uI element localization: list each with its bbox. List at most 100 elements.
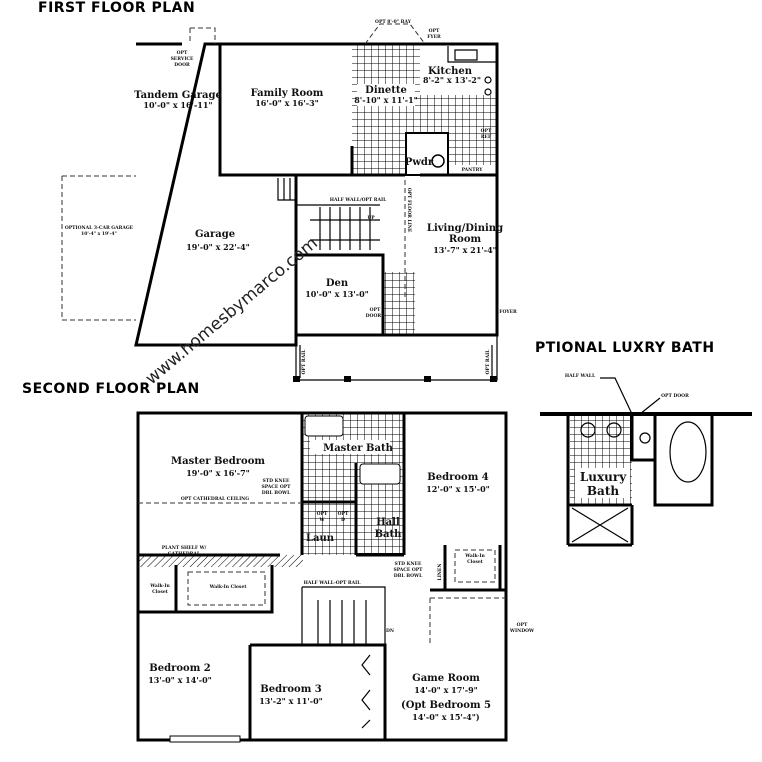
stairs — [296, 204, 380, 250]
stairs — [301, 586, 386, 645]
powder-label: Pwdr — [405, 157, 434, 168]
dinette-label: Dinette — [365, 85, 407, 96]
opt-service-door-note: DOOR — [174, 62, 190, 68]
opt-service-door-note: OPT — [177, 50, 188, 56]
opt-dryer-note: D — [341, 517, 345, 523]
opt-window-note: OPT — [517, 622, 528, 628]
garage-steps — [277, 178, 296, 201]
luxury-bath-label: Luxury — [580, 470, 627, 484]
walk-in-closet-label: Walk-In — [464, 553, 485, 559]
tandem-garage-label: Tandem Garage — [134, 90, 222, 101]
knee-space-note: DBL BOWL — [394, 573, 423, 579]
knee-space-note: STD KNEE — [263, 478, 291, 484]
kitchen-counter — [447, 46, 497, 63]
opt-ref-note: REF — [481, 134, 492, 140]
optional-garage-note: 10'-4" x 19'-4" — [81, 231, 117, 237]
living-dining-dims: 13'-7" x 21'-4" — [433, 245, 497, 255]
opt-bedroom-5-label: (Opt Bedroom 5 — [401, 700, 491, 711]
luxury-bath-walls — [566, 414, 714, 547]
plant-shelf-note: PLANT SHELF W/ — [162, 545, 207, 551]
opt-floor-line-note: OPT FLOOR LINE — [406, 188, 412, 233]
second-floor-plan: Master Bedroom 19'-0" x 16'-7" Master Ba… — [136, 411, 535, 743]
master-bath-label: Master Bath — [323, 443, 393, 454]
opt-ref-note: OPT — [481, 128, 492, 134]
knee-space-note: SPACE OPT — [393, 567, 423, 573]
opt-washer-note: OPT — [317, 511, 328, 517]
foyer-note: FOYER — [499, 309, 517, 315]
den-walls — [294, 175, 385, 335]
closet-doors — [361, 654, 371, 729]
pantry-label: PANTRY — [462, 167, 484, 173]
master-bedroom-dims: 19'-0" x 16'-7" — [186, 468, 250, 478]
laundry-label: Laun — [306, 533, 335, 544]
luxury-bath-label-2: Bath — [587, 484, 619, 498]
living-dining-label-2: Room — [449, 234, 482, 245]
first-floor-plan: Tandem Garage 10'-0" x 16'-11" Family Ro… — [61, 19, 517, 382]
opt-rail-note: OPT RAIL — [301, 349, 307, 375]
window — [169, 735, 241, 743]
plant-shelf-note: CATHEDRAL — [168, 551, 201, 557]
den-label: Den — [326, 278, 349, 289]
label-backdrop — [575, 468, 630, 498]
tub-icon — [669, 421, 707, 483]
bedroom-3-dims: 13'-2" x 11'-0" — [259, 696, 323, 706]
dinette-dims: 8'-10" x 11'-1" — [354, 95, 418, 105]
label-backdrop — [310, 440, 390, 454]
half-wall-note: HALF WALL-OPT RAIL — [304, 580, 362, 586]
toilet-icon — [431, 154, 445, 168]
label-backdrop — [357, 84, 415, 106]
half-wall-note: HALF WALL/OPT RAIL — [330, 197, 387, 203]
opt-rail-note: OPT RAIL — [485, 349, 491, 375]
opt-bay-outline — [364, 23, 426, 45]
dn-label: DN — [386, 628, 394, 634]
cooktop-icon — [484, 76, 492, 84]
sink-icon — [606, 422, 622, 438]
opt-door-note: OPT DOOR — [661, 393, 689, 399]
powder-room — [405, 132, 449, 176]
family-room-dims: 16'-0" x 16'-3" — [255, 98, 319, 108]
half-wall-note: HALF WALL — [565, 373, 596, 379]
opt-foyer-note: OPT — [429, 28, 440, 34]
cooktop-icon — [484, 88, 492, 96]
tandem-garage-dims: 10'-0" x 16'-11" — [143, 100, 212, 110]
walk-in-closet-label: Closet — [152, 589, 169, 595]
plant-shelf-hatch — [138, 555, 303, 567]
porch-post — [293, 376, 300, 382]
cathedral-note: OPT CATHEDRAL CEILING — [181, 496, 249, 502]
walk-in-closet-label: Walk-In — [149, 583, 170, 589]
game-room-dims: 14'-0" x 17'-9" — [414, 685, 478, 695]
porch-post — [490, 376, 497, 382]
master-bedroom-label: Master Bedroom — [171, 456, 265, 467]
knee-space-note: SPACE OPT — [261, 484, 291, 490]
leader-lines — [600, 377, 661, 415]
master-tub-icon — [304, 415, 344, 437]
hall-bath-label-2: Bath — [375, 529, 403, 540]
opt-window-note: WINDOW — [509, 628, 535, 634]
hall-bath-label: Hall — [376, 517, 400, 528]
bedroom-2-dims: 13'-0" x 14'-0" — [148, 675, 212, 685]
kitchen-label: Kitchen — [428, 66, 473, 77]
knee-space-note: DBL BOWL — [262, 490, 291, 496]
porch-post — [424, 376, 431, 382]
opt-dryer-note: OPT — [338, 511, 349, 517]
kitchen-dims: 8'-2" x 13'-2" — [423, 75, 481, 85]
bedroom-4-dims: 12'-0" x 15'-0" — [426, 484, 490, 494]
shower-icon — [571, 507, 629, 543]
game-room-label: Game Room — [412, 673, 480, 684]
sink-icon — [580, 422, 596, 438]
closet-outlines — [187, 549, 506, 645]
up-label: UP — [367, 215, 375, 221]
luxury-bath-title: PTIONAL LUXRY BATH — [535, 340, 715, 356]
second-floor-title: SECOND FLOOR PLAN — [22, 381, 200, 397]
opt-doors-note: DOORS — [366, 313, 385, 319]
optional-garage-outline — [61, 175, 136, 321]
opt-foyer-note: FYER — [427, 34, 441, 40]
foyer-tile-floor — [383, 272, 415, 335]
opt-service-door-outline — [189, 27, 216, 44]
opt-doors-note: OPT — [370, 307, 381, 313]
luxury-bath-plan: HALF WALL OPT DOOR Luxury Bath — [540, 373, 752, 547]
first-floor-title: FIRST FLOOR PLAN — [38, 0, 195, 16]
opt-washer-note: W — [318, 517, 325, 523]
